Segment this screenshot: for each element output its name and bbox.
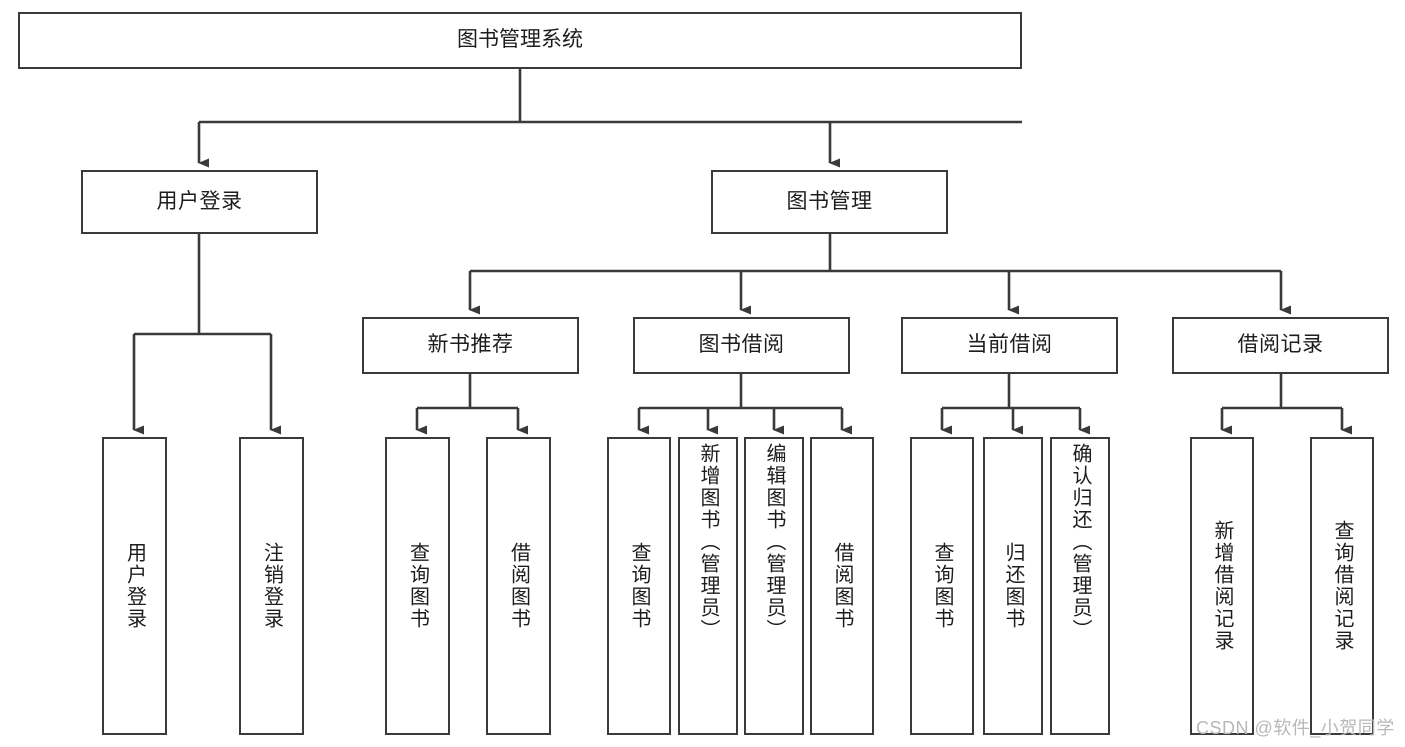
leaf-add-book-admin[interactable]: 新增图书（管理员） — [678, 437, 738, 735]
node-book-management[interactable]: 图书管理 — [711, 170, 948, 234]
leaf-add-borrow-record[interactable]: 新增借阅记录 — [1190, 437, 1254, 735]
leaf-query-book-newbook[interactable]: 查询图书 — [385, 437, 450, 735]
leaf-query-book-current[interactable]: 查询图书 — [910, 437, 974, 735]
node-book-borrow[interactable]: 图书借阅 — [633, 317, 850, 374]
leaf-query-book-borrow[interactable]: 查询图书 — [607, 437, 671, 735]
node-user-login[interactable]: 用户登录 — [81, 170, 318, 234]
leaf-edit-book-admin[interactable]: 编辑图书（管理员） — [744, 437, 804, 735]
leaf-borrow-book-newbook[interactable]: 借阅图书 — [486, 437, 551, 735]
node-root-system[interactable]: 图书管理系统 — [18, 12, 1022, 69]
node-new-book-recommend[interactable]: 新书推荐 — [362, 317, 579, 374]
leaf-logout-login[interactable]: 注销登录 — [239, 437, 304, 735]
leaf-user-login[interactable]: 用户登录 — [102, 437, 167, 735]
leaf-confirm-return-admin[interactable]: 确认归还（管理员） — [1050, 437, 1110, 735]
leaf-borrow-book[interactable]: 借阅图书 — [810, 437, 874, 735]
node-borrow-record[interactable]: 借阅记录 — [1172, 317, 1389, 374]
leaf-return-book[interactable]: 归还图书 — [983, 437, 1043, 735]
leaf-query-borrow-record[interactable]: 查询借阅记录 — [1310, 437, 1374, 735]
node-current-borrow[interactable]: 当前借阅 — [901, 317, 1118, 374]
